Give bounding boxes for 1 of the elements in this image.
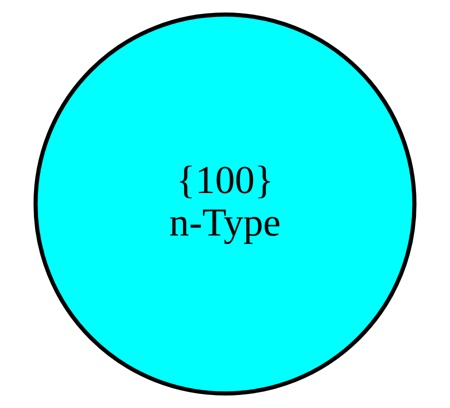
node-circle: {100} n-Type [34,12,416,396]
